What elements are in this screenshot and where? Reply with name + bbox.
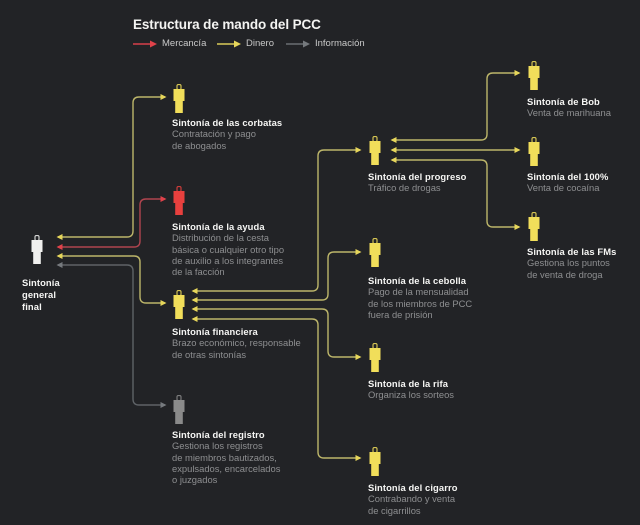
node-description: de los miembros de PCC <box>368 297 473 309</box>
node-description: Distribución de la cesta <box>172 232 269 244</box>
line-general-corbatas <box>56 94 167 240</box>
node-cien: Sintonía del 100% Venta de cocaína <box>527 171 608 194</box>
node-description: expulsados, encarcelados <box>172 462 281 474</box>
node-title: Sintonía del 100% <box>527 171 609 182</box>
node-description: Venta de marihuana <box>527 107 611 119</box>
node-rifa: Sintonía de la rifa Organiza los sorteos <box>368 378 454 401</box>
line-general-registro <box>56 262 167 408</box>
node-general-final: Sintonía general final <box>22 277 60 313</box>
node-title: Sintonía del progreso <box>368 171 467 182</box>
person-icon-yellow <box>369 343 381 372</box>
node-description: de venta de droga <box>527 268 603 280</box>
node-description: de otras sintonías <box>172 348 247 360</box>
node-description: Contrabando y venta <box>368 493 456 505</box>
line-general-financiera <box>56 253 167 306</box>
node-description: Brazo económico, responsable <box>172 337 301 349</box>
person-icon-yellow <box>528 61 540 90</box>
node-financiera: Sintonía financiera Brazo económico, res… <box>172 326 301 360</box>
node-description: Tráfico de drogas <box>368 182 441 194</box>
node-title: Sintonía de las corbatas <box>172 117 283 128</box>
node-title: Sintonía de Bob <box>527 96 600 107</box>
node-description: o juzgados <box>172 474 218 486</box>
person-icon-red <box>173 186 185 215</box>
person-icon-white <box>31 235 43 264</box>
person-icon-gray <box>173 395 185 424</box>
node-registro: Sintonía del registro Gestiona los regis… <box>172 429 280 485</box>
line-general-ayuda <box>56 196 167 250</box>
gray-arrow-icon <box>286 39 310 49</box>
node-description: básica o cualquier otro tipo <box>172 243 285 255</box>
node-title: final <box>22 301 42 312</box>
node-title: Sintonía de las FMs <box>527 246 617 257</box>
node-title: Sintonía de la rifa <box>368 378 449 389</box>
person-icon-yellow <box>369 136 381 165</box>
node-cebolla: Sintonía de la cebolla Pago de la mensua… <box>368 275 472 320</box>
node-description: Venta de cocaína <box>527 182 600 194</box>
person-icon-yellow <box>369 447 381 476</box>
node-description: de cigarrillos <box>368 504 421 516</box>
node-title: Sintonía del cigarro <box>368 482 458 493</box>
node-ayuda: Sintonía de la ayuda Distribución de la … <box>172 221 284 277</box>
yellow-arrow-icon <box>217 39 241 49</box>
node-title: Sintonía <box>22 277 60 288</box>
node-title: general <box>22 289 57 300</box>
node-title: Sintonía de la ayuda <box>172 221 265 232</box>
node-description: de la facción <box>172 266 225 278</box>
node-description: de abogados <box>172 139 227 151</box>
person-icon-yellow <box>528 212 540 241</box>
node-title: Sintonía de la cebolla <box>368 275 467 286</box>
red-arrow-icon <box>133 39 157 49</box>
person-icon-yellow <box>369 238 381 267</box>
legend-item-informacion: Información <box>286 38 365 49</box>
legend-label: Mercancía <box>162 38 207 49</box>
legend-item-mercancia: Mercancía <box>133 38 206 49</box>
legend-label: Información <box>315 38 365 49</box>
node-description: de miembros bautizados, <box>172 451 277 463</box>
node-description: Organiza los sorteos <box>368 389 454 401</box>
diagram-title: Estructura de mando del PCC <box>133 17 321 32</box>
line-financiera-cebolla <box>191 249 362 303</box>
node-description: Contratación y pago <box>172 128 256 140</box>
person-icon-yellow <box>528 137 540 166</box>
line-financiera-cigarro <box>191 316 362 461</box>
person-icon-yellow <box>173 84 185 113</box>
node-description: fuera de prisión <box>368 308 433 320</box>
node-cigarro: Sintonía del cigarro Contrabando y venta… <box>368 482 458 516</box>
node-title: Sintonía financiera <box>172 326 258 337</box>
node-description: de auxilio a los integrantes <box>172 254 284 266</box>
node-description: Gestiona los puntos <box>527 257 610 269</box>
node-fms: Sintonía de las FMs Gestiona los puntos … <box>527 246 616 280</box>
person-icon-yellow <box>173 290 185 319</box>
line-progreso-fms <box>390 157 521 230</box>
node-description: Gestiona los registros <box>172 440 263 452</box>
node-description: Pago de la mensualidad <box>368 286 469 298</box>
line-progreso-bob <box>390 70 521 143</box>
legend-label: Dinero <box>246 38 274 49</box>
node-bob: Sintonía de Bob Venta de marihuana <box>527 96 611 119</box>
node-title: Sintonía del registro <box>172 429 265 440</box>
node-progreso: Sintonía del progreso Tráfico de drogas <box>368 171 466 194</box>
legend-item-dinero: Dinero <box>217 38 274 49</box>
legend: Mercancía Dinero Información <box>133 38 433 52</box>
node-corbatas: Sintonía de las corbatas Contratación y … <box>172 117 282 151</box>
